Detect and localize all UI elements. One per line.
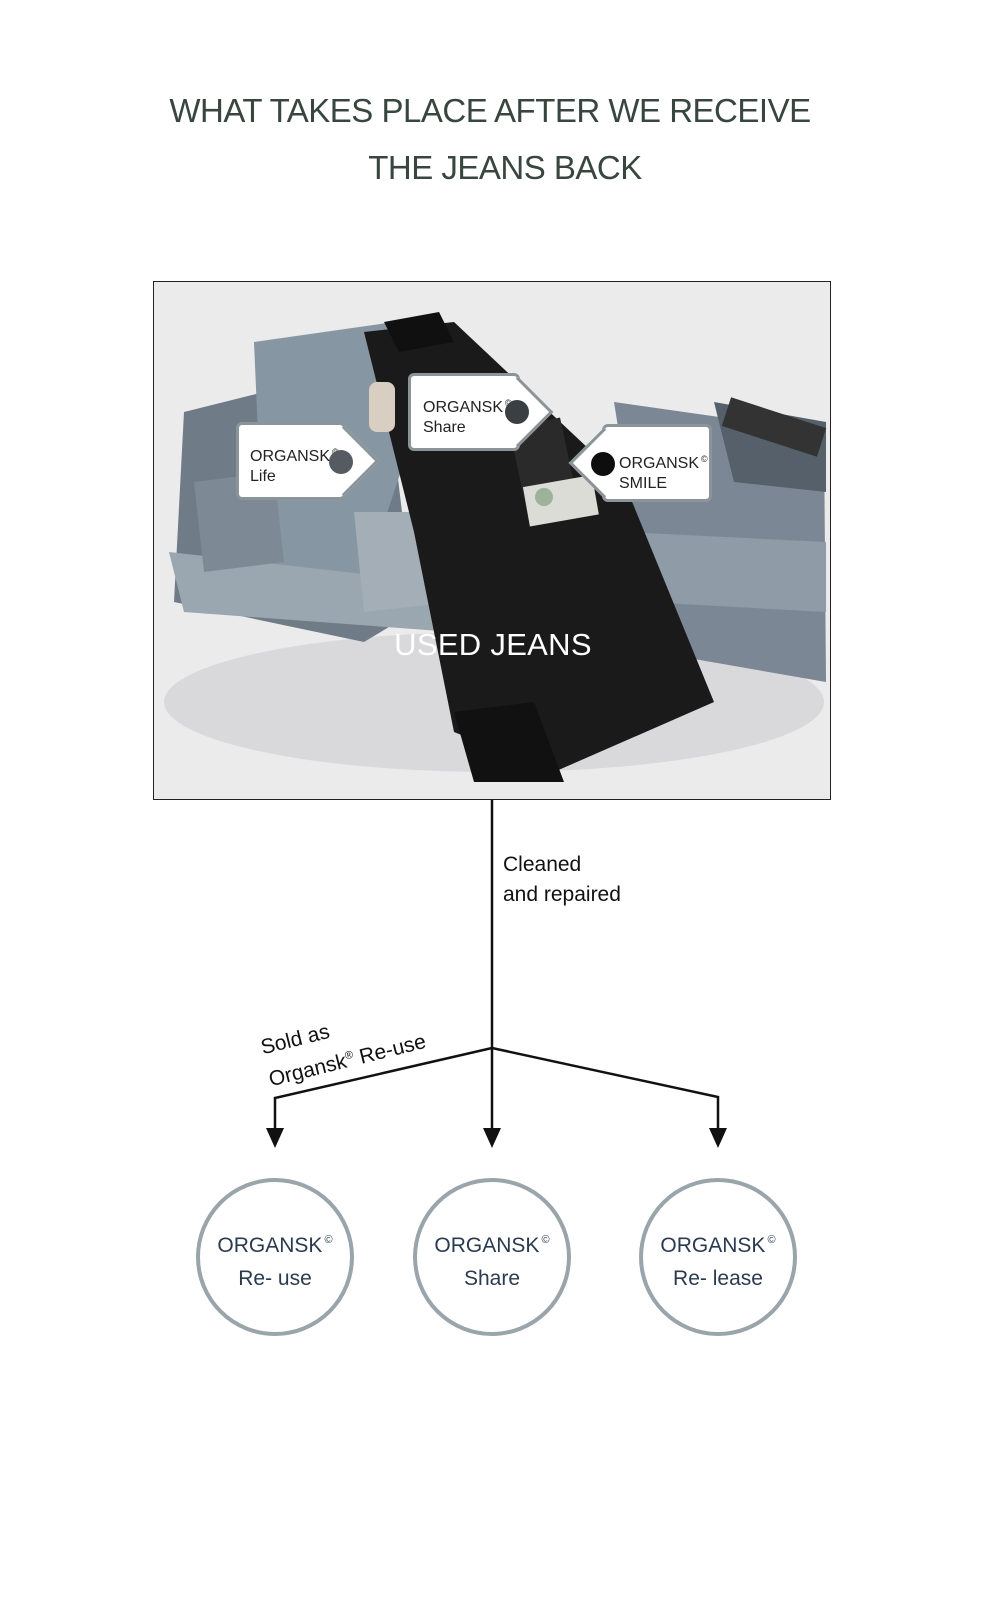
tag-hole-icon [329, 450, 353, 474]
tag-organsk-share: ORGANSK© Share [408, 373, 554, 451]
step-label-line-1: Cleaned [503, 853, 582, 876]
diagram-title-line-2: THE JEANS BACK [368, 149, 642, 186]
tag-share-name: Share [423, 419, 466, 436]
branch-left-line [273, 1046, 493, 1135]
arrow-head-icon [483, 1128, 501, 1148]
diagram-title-line-1: WHAT TAKES PLACE AFTER WE RECEIVE [169, 92, 811, 129]
arrow-head-icon [266, 1128, 284, 1148]
tag-hole-icon [505, 400, 529, 424]
outcome-release-name: Re- lease [673, 1267, 763, 1290]
outcome-release-brand: ORGANSK [660, 1234, 766, 1257]
tag-organsk-life: ORGANSK© Life [236, 422, 380, 500]
arrow-head-icon [709, 1128, 727, 1148]
used-jeans-photo: USED JEANS ORGANSK© Life ORGANSK© Share … [153, 281, 831, 800]
tag-organsk-smile: ORGANSK© SMILE [568, 424, 712, 502]
tag-smile-name: SMILE [619, 475, 668, 492]
outcome-share-name: Share [463, 1267, 521, 1290]
outcome-share-brand: ORGANSK [434, 1234, 540, 1257]
tag-life-name: Life [250, 468, 276, 485]
step-label-line-2: and repaired [503, 883, 621, 906]
outcome-reuse: ORGANSK© Re- use [196, 1178, 354, 1336]
outcome-reuse-brand: ORGANSK [217, 1234, 323, 1257]
tag-share-brand: ORGANSK [423, 399, 504, 416]
branch-right-line [491, 1046, 720, 1135]
copyright-mark: © [324, 1234, 333, 1246]
tag-smile-text: ORGANSK© SMILE [619, 449, 708, 494]
tag-life-brand: ORGANSK [250, 448, 331, 465]
tag-hole-icon [591, 452, 615, 476]
outcome-reuse-name: Re- use [238, 1267, 312, 1290]
step-cleaned-repaired: Cleaned and repaired [503, 850, 621, 910]
outcome-release: ORGANSK© Re- lease [639, 1178, 797, 1336]
copyright-mark: © [701, 454, 708, 464]
copyright-mark: © [767, 1234, 776, 1246]
used-jeans-caption: USED JEANS [394, 627, 592, 662]
tag-smile-brand: ORGANSK [619, 455, 700, 472]
jeans-illustration [154, 282, 830, 799]
outcome-share: ORGANSK© Share [413, 1178, 571, 1336]
copyright-mark: © [541, 1234, 550, 1246]
